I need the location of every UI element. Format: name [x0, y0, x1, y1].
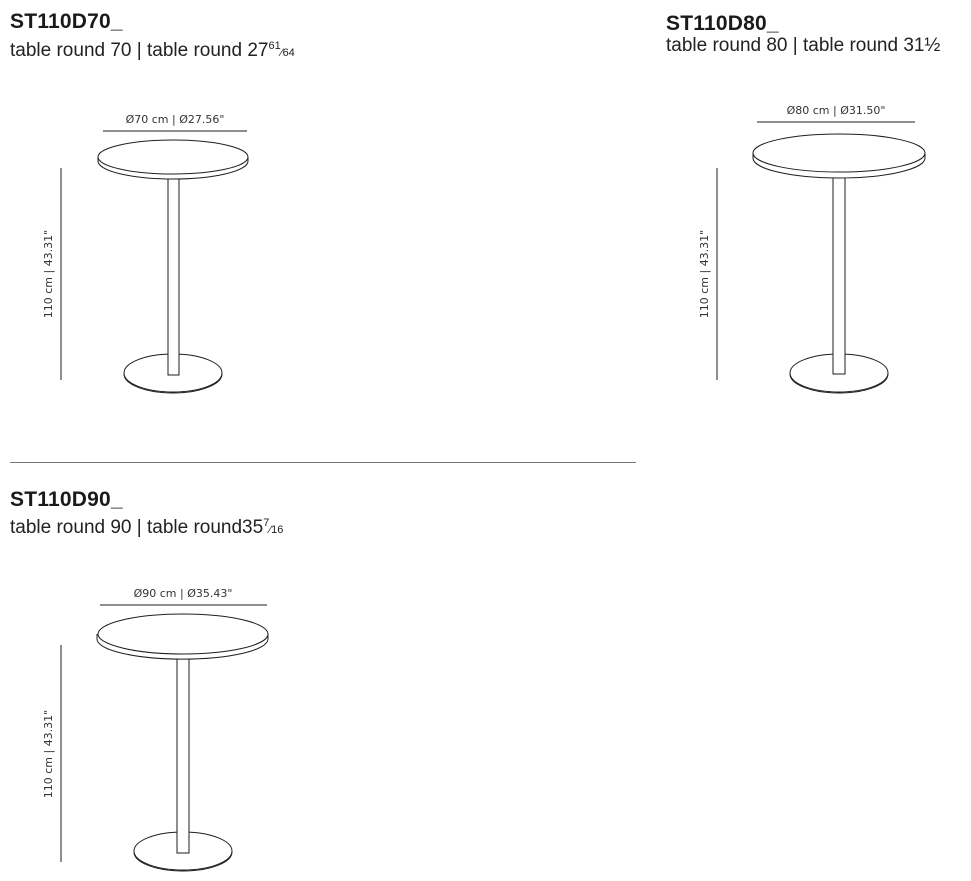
- tabletop: [97, 139, 249, 175]
- description-text: table round 80 | table round 31½: [666, 35, 941, 56]
- fraction-slash: ⁄: [280, 47, 283, 59]
- tabletop: [97, 613, 269, 655]
- column: [176, 654, 190, 854]
- diameter-label: Ø90 cm | Ø35.43": [134, 587, 233, 600]
- fraction-slash: ⁄: [269, 524, 272, 536]
- fraction-numerator: 7: [263, 517, 270, 529]
- diameter-label: Ø80 cm | Ø31.50": [787, 104, 886, 117]
- tabletop: [752, 133, 926, 173]
- product-description-st110d90: table round 90 | table round357⁄16: [10, 512, 283, 541]
- description-text: table round 70 | table round 27: [10, 40, 269, 61]
- table-drawing-st110d80: Ø80 cm | Ø31.50" 110 cm | 43.31": [698, 104, 926, 394]
- base-rim: [123, 373, 223, 394]
- product-code-st110d70: ST110D70_: [10, 10, 123, 33]
- product-description-st110d70: table round 70 | table round 2761⁄64: [10, 35, 295, 64]
- height-label: 110 cm | 43.31": [42, 710, 55, 799]
- product-code-st110d90: ST110D90_: [10, 488, 123, 511]
- base-rim: [133, 851, 233, 872]
- description-text: table round 90 | table round35: [10, 517, 264, 538]
- height-label: 110 cm | 43.31": [698, 230, 711, 319]
- diameter-label: Ø70 cm | Ø27.56": [126, 113, 225, 126]
- section-divider: [10, 462, 636, 463]
- table-drawing-st110d90: Ø90 cm | Ø35.43" 110 cm | 43.31": [42, 587, 269, 872]
- fraction-numerator: 61: [268, 40, 281, 52]
- table-drawing-st110d70: Ø70 cm | Ø27.56" 110 cm | 43.31": [42, 113, 249, 394]
- product-code-st110d80: ST110D80_: [666, 12, 779, 35]
- column: [832, 171, 846, 375]
- base-rim: [789, 373, 889, 394]
- fraction-denominator: 64: [282, 47, 295, 59]
- height-label: 110 cm | 43.31": [42, 230, 55, 319]
- column: [167, 174, 180, 376]
- product-description-st110d80: table round 80 | table round 31½: [666, 35, 940, 57]
- fraction-denominator: 16: [271, 524, 284, 536]
